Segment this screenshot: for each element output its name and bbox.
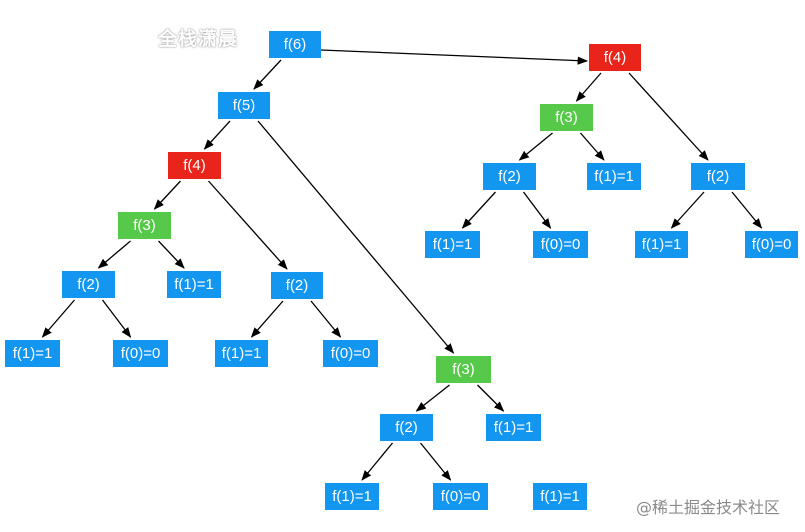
tree-node-n25: f(1)=1 xyxy=(635,231,688,258)
tree-node-n3: f(4) xyxy=(168,152,221,179)
edge-n12-n13 xyxy=(415,384,450,412)
edge-n1-n18 xyxy=(320,49,589,65)
tree-node-n15: f(1)=1 xyxy=(325,483,379,510)
edge-n20-n23 xyxy=(461,191,496,229)
edge-n20-n24 xyxy=(522,191,552,229)
tree-node-n12: f(3) xyxy=(436,356,491,383)
tree-node-n19: f(3) xyxy=(540,104,593,131)
tree-node-n16: f(0)=0 xyxy=(433,483,488,510)
tree-node-n13: f(2) xyxy=(380,414,433,441)
tree-node-n18: f(4) xyxy=(589,44,641,71)
tree-node-n11: f(0)=0 xyxy=(323,340,378,367)
tree-node-n2: f(5) xyxy=(218,92,270,119)
edge-n18-n22 xyxy=(628,72,709,161)
author-watermark: 全栈潇晨 xyxy=(158,28,239,50)
edge-n19-n21 xyxy=(580,132,605,161)
edge-n5-n9 xyxy=(101,299,132,338)
edge-n3-n4 xyxy=(153,180,181,210)
tree-node-n17: f(1)=1 xyxy=(533,483,587,510)
edge-n13-n16 xyxy=(419,442,452,481)
tree-node-n9: f(0)=0 xyxy=(113,340,168,367)
edge-n22-n25 xyxy=(670,191,705,229)
tree-node-n8: f(1)=1 xyxy=(5,340,60,367)
edge-n7-n11 xyxy=(310,300,342,338)
edge-n2-n3 xyxy=(203,120,231,150)
tree-node-n6: f(1)=1 xyxy=(167,271,221,298)
site-watermark: @稀土掘金技术社区 xyxy=(636,498,781,517)
edge-n1-n2 xyxy=(253,59,282,90)
edge-n12-n14 xyxy=(477,384,505,412)
tree-node-n22: f(2) xyxy=(691,163,745,190)
edge-n2-n12 xyxy=(257,120,455,354)
edge-n4-n5 xyxy=(97,240,131,269)
tree-node-n10: f(1)=1 xyxy=(215,340,268,367)
tree-node-n1: f(6) xyxy=(269,31,321,58)
tree-node-n24: f(0)=0 xyxy=(533,231,588,258)
tree-node-n7: f(2) xyxy=(271,272,323,299)
tree-node-n26: f(0)=0 xyxy=(745,231,798,258)
tree-node-n4: f(3) xyxy=(118,212,171,239)
edge-n7-n10 xyxy=(250,300,284,338)
edge-n3-n7 xyxy=(208,180,288,270)
tree-node-n21: f(1)=1 xyxy=(587,163,641,190)
edge-n18-n19 xyxy=(575,72,602,102)
edge-n4-n6 xyxy=(158,240,185,269)
tree-node-n20: f(2) xyxy=(483,163,536,190)
edge-n13-n15 xyxy=(361,442,394,481)
edge-n19-n20 xyxy=(518,132,553,161)
edge-n5-n8 xyxy=(41,299,75,338)
edge-n22-n26 xyxy=(731,191,763,229)
tree-node-n5: f(2) xyxy=(62,271,115,298)
tree-node-n23: f(1)=1 xyxy=(425,231,480,258)
tree-node-n14: f(1)=1 xyxy=(486,414,541,441)
